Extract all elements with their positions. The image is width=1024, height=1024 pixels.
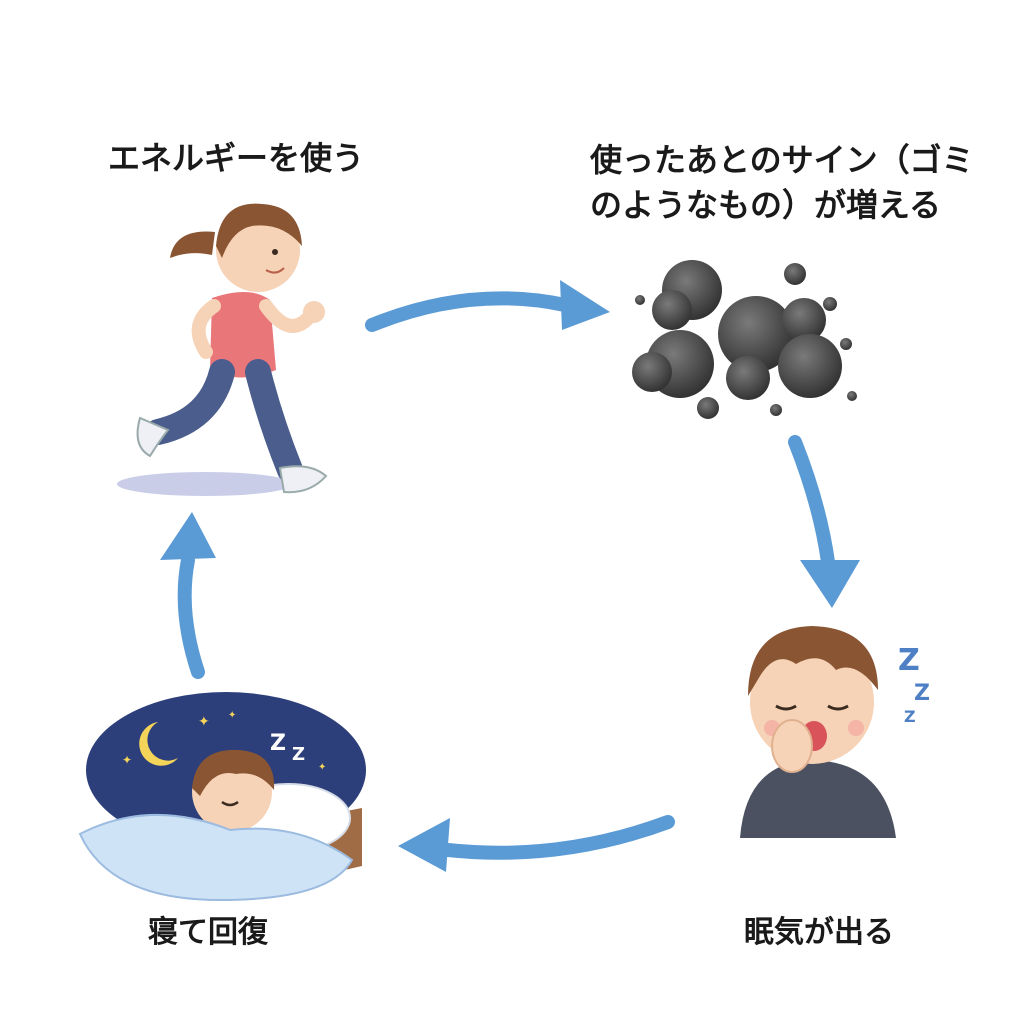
svg-text:✦: ✦ [318,762,326,773]
arrow-rest-to-energy [160,512,216,679]
svg-text:✦: ✦ [198,714,210,730]
step-waste-label-line2: のようなもの）が増える [590,185,942,224]
svg-text:Z: Z [898,643,920,678]
svg-text:Z: Z [914,681,930,706]
sleeping-boy-illustration: ✦ ✦ ✦ ✦ Z Z [78,692,366,902]
svg-text:Z: Z [270,731,286,756]
running-woman-illustration [117,203,328,496]
arrow-energy-to-waste [365,280,610,332]
svg-text:Z: Z [292,744,305,765]
arrow-waste-to-sleepy [788,435,860,608]
yawning-boy-illustration: Z Z Z [740,626,930,838]
step-waste-label: 使ったあとのサイン（ゴミ のようなもの）が増える [590,138,974,228]
svg-text:Z: Z [904,707,916,726]
step-energy-label: エネルギーを使う [108,139,365,177]
arrow-sleepy-to-rest [398,815,675,872]
waste-smoke-illustration [632,260,857,419]
step-waste-label-line1: 使ったあとのサイン（ゴミ [590,141,974,179]
svg-text:✦: ✦ [122,753,132,767]
step-rest-label: 寝て回復 [148,915,268,950]
step-sleepy-label: 眠気が出る [744,915,894,950]
svg-text:✦: ✦ [228,710,236,721]
